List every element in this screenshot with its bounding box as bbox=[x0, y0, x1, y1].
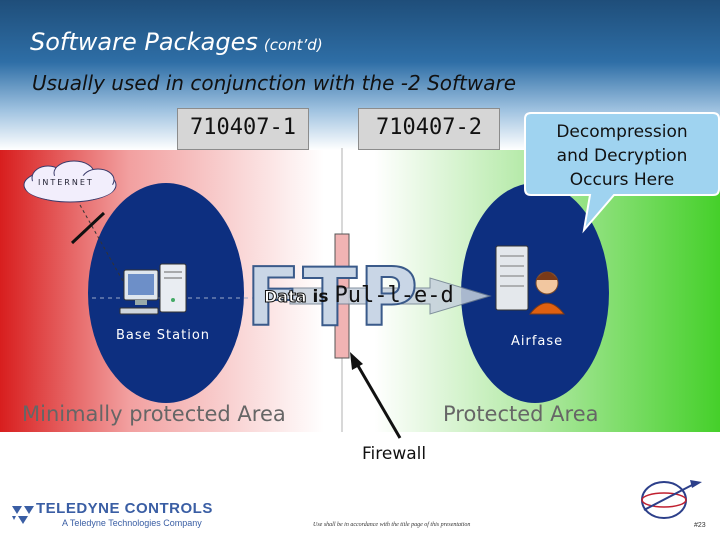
protocol-label: FTP bbox=[245, 251, 420, 344]
data-arrow-icon bbox=[289, 277, 492, 315]
airfase-label: Airfase bbox=[511, 334, 564, 349]
firewall-label: Firewall bbox=[362, 444, 427, 464]
callout-line: and Decryption bbox=[556, 146, 688, 166]
package-box-2: 710407-2 bbox=[358, 108, 500, 150]
airfase-zone bbox=[461, 183, 609, 403]
server-user-icon bbox=[495, 245, 566, 315]
package-box-1: 710407-1 bbox=[177, 108, 309, 150]
is-word: is bbox=[312, 287, 329, 307]
callout-line: Occurs Here bbox=[569, 170, 675, 190]
slide-title-suffix: (cont’d) bbox=[263, 36, 323, 54]
footer-logo-text: TELEDYNE CONTROLS bbox=[36, 500, 213, 517]
globe-logo-icon bbox=[641, 480, 702, 519]
page-number: #23 bbox=[694, 522, 706, 529]
slide-subtitle: Usually used in conjunction with the -2 … bbox=[32, 71, 517, 95]
slide-title-text: Software Packages bbox=[30, 28, 258, 56]
internet-cloud-icon bbox=[23, 160, 117, 203]
pulled-word: Pul-l-e-d bbox=[334, 283, 454, 308]
internet-label: INTERNET bbox=[38, 178, 94, 187]
protected-area-label: Protected Area bbox=[443, 402, 599, 426]
footer-note: Use shall be in accordance with the titl… bbox=[313, 522, 471, 528]
internet-cut-mark bbox=[70, 211, 106, 245]
slide-title: Software Packages (cont’d) bbox=[30, 28, 323, 56]
callout-text: Decompression and Decryption Occurs Here bbox=[531, 120, 713, 192]
data-word: Data bbox=[264, 287, 308, 307]
base-station-label: Base Station bbox=[116, 328, 211, 343]
unprotected-area-label: Minimally protected Area bbox=[22, 402, 286, 426]
callout-bubble bbox=[524, 112, 720, 234]
dashed-link-internet bbox=[79, 204, 129, 291]
footer-logo-subtext: A Teledyne Technologies Company bbox=[62, 518, 202, 528]
teledyne-logo-icon bbox=[12, 506, 34, 524]
firewall-pointer-arrowhead bbox=[350, 352, 363, 370]
computer-icon bbox=[119, 263, 187, 315]
callout-line: Decompression bbox=[556, 122, 688, 142]
firewall-pointer-line bbox=[355, 363, 402, 439]
